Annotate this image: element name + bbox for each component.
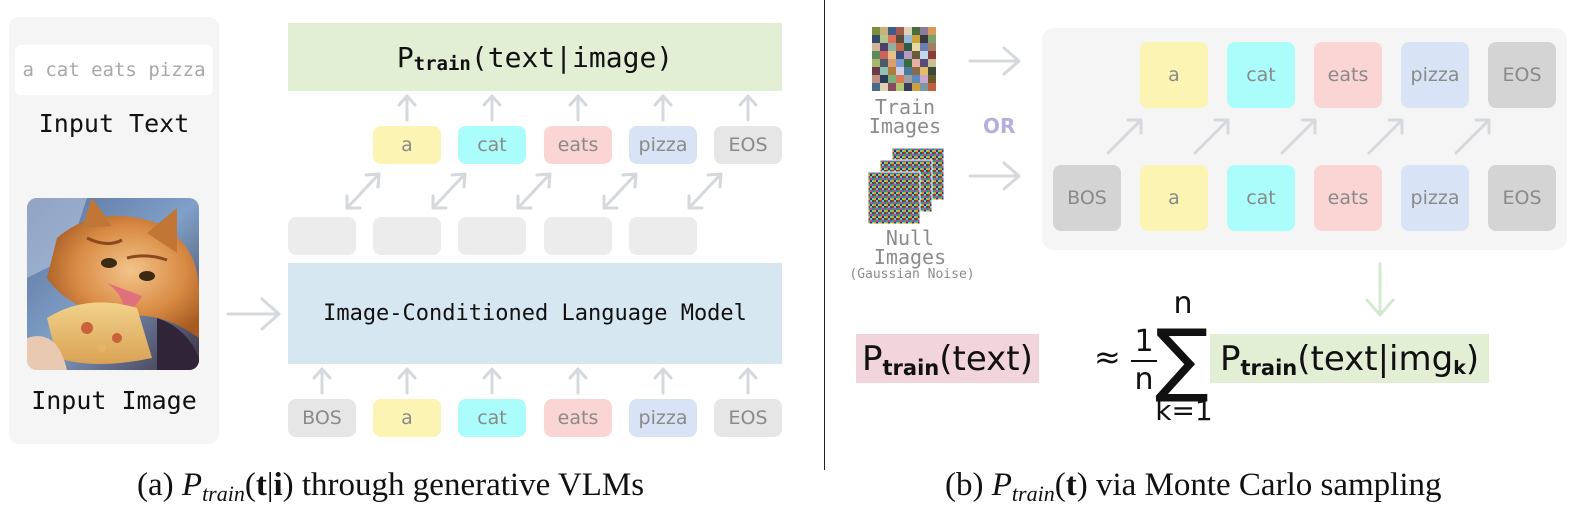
input-token-a: a xyxy=(373,399,441,437)
caption-b: (b) Ptrain(t) via Monte Carlo sampling xyxy=(945,467,1442,506)
fraction-denominator: n xyxy=(1134,362,1154,397)
input-token-pizza: pizza xyxy=(629,399,697,437)
input-text-field[interactable]: a cat eats pizza xyxy=(15,45,213,95)
hidden-state-box xyxy=(373,217,441,255)
hidden-state-box xyxy=(544,217,612,255)
output-token-eats: eats xyxy=(544,126,612,164)
input-image-label: Input Image xyxy=(31,386,197,415)
autoregressive-token-panel xyxy=(1042,28,1567,250)
context-token-eos: EOS xyxy=(1488,165,1556,231)
sampled-token-cat: cat xyxy=(1227,42,1295,108)
sampled-token-a: a xyxy=(1140,42,1208,108)
input-token-eats: eats xyxy=(544,399,612,437)
input-token-eos: EOS xyxy=(714,399,782,437)
context-token-bos: BOS xyxy=(1053,165,1121,231)
context-token-cat: cat xyxy=(1227,165,1295,231)
context-token-pizza: pizza xyxy=(1401,165,1469,231)
output-token-pizza: pizza xyxy=(629,126,697,164)
panel-a-arrows xyxy=(226,94,758,395)
input-image xyxy=(27,198,199,370)
output-token-cat: cat xyxy=(458,126,526,164)
hidden-state-box xyxy=(288,217,356,255)
sampled-token-eats: eats xyxy=(1314,42,1382,108)
gaussian-noise-note: (Gaussian Noise) xyxy=(849,267,975,282)
sum-lower-limit: k=1 xyxy=(1155,394,1213,427)
sum-upper-limit: n xyxy=(1173,286,1193,321)
context-token-a: a xyxy=(1140,165,1208,231)
sum-symbol: ∑ xyxy=(1155,312,1209,405)
hidden-state-box xyxy=(629,217,697,255)
fraction-bar xyxy=(1131,360,1157,362)
null-images-stack xyxy=(868,148,945,224)
caption-a: (a) Ptrain(t|i) through generative VLMs xyxy=(137,467,645,506)
language-model-box: Image-Conditioned Language Model xyxy=(288,263,782,364)
fraction-numerator: 1 xyxy=(1134,324,1154,359)
context-token-eats: eats xyxy=(1314,165,1382,231)
output-token-a: a xyxy=(373,126,441,164)
sampled-token-pizza: pizza xyxy=(1401,42,1469,108)
or-label: OR xyxy=(983,114,1016,138)
input-token-bos: BOS xyxy=(288,399,356,437)
approx-symbol: ≈ xyxy=(1094,338,1121,376)
input-token-cat: cat xyxy=(458,399,526,437)
hidden-state-box xyxy=(458,217,526,255)
panel-b-arrows xyxy=(968,46,1491,317)
output-token-eos: EOS xyxy=(714,126,782,164)
panel-divider xyxy=(824,0,825,470)
sampled-token-eos: EOS xyxy=(1488,42,1556,108)
input-text-label: Input Text xyxy=(38,109,190,138)
train-images-grid xyxy=(872,27,936,91)
